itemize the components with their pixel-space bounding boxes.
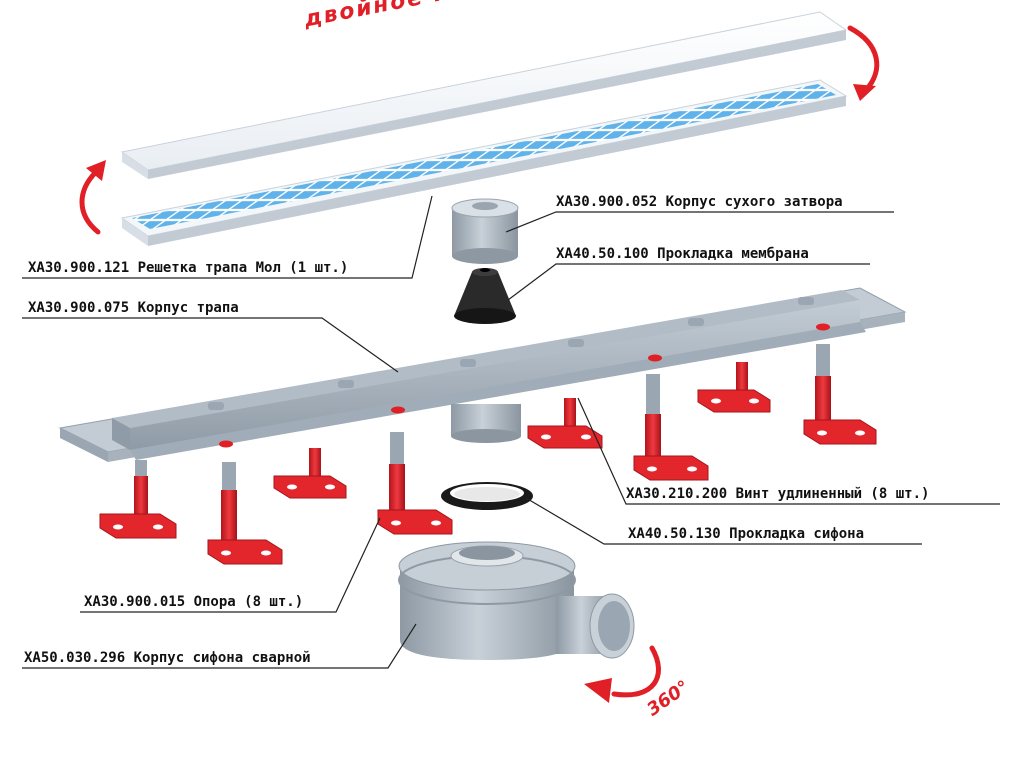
flip-arrow-left xyxy=(79,169,101,235)
leader-cover xyxy=(22,195,433,279)
front-leg-3 xyxy=(377,432,453,535)
leader-dry-trap xyxy=(505,211,894,233)
label-body: ХА30.900.075 Корпус трапа xyxy=(28,300,239,316)
mounting-holes xyxy=(219,323,830,448)
back-leg-1 xyxy=(273,448,347,499)
leader-support xyxy=(80,517,381,613)
dry-trap-cup xyxy=(451,198,519,264)
front-leg-5 xyxy=(803,344,877,445)
leader-membrane xyxy=(507,263,870,301)
flip-arrow-left-head xyxy=(86,160,106,181)
leader-body xyxy=(22,317,399,373)
siphon-body-assembly xyxy=(398,541,635,660)
label-siphon-gasket: ХА40.50.130 Прокладка сифона xyxy=(628,526,865,542)
siphon-gasket-ring xyxy=(441,482,533,510)
label-support: ХА30.900.015 Опора (8 шт.) xyxy=(84,594,304,610)
front-leg-1 xyxy=(99,460,177,539)
label-cover: ХА30.900.121 Решетка трапа Мол (1 шт.) xyxy=(28,260,349,276)
membrane-gasket xyxy=(454,268,516,324)
drain-channel-body xyxy=(58,287,907,462)
front-leg-2 xyxy=(207,462,283,565)
label-screw: ХА30.210.200 Винт удлиненный (8 шт.) xyxy=(626,486,930,502)
flip-arrow-right xyxy=(847,25,880,93)
back-leg-2 xyxy=(527,398,603,449)
solid-cover-plate xyxy=(120,11,848,179)
leader-lines xyxy=(22,195,1000,669)
leader-siphon-body xyxy=(22,623,417,669)
rotation-arrow xyxy=(584,645,661,703)
label-membrane: ХА40.50.100 Прокладка мембрана xyxy=(556,246,809,262)
tile-insert-grate xyxy=(120,79,848,246)
label-dry-trap: ХА30.900.052 Корпус сухого затвора xyxy=(556,194,843,210)
front-leg-4 xyxy=(633,374,709,481)
back-leg-3 xyxy=(697,362,771,413)
label-siphon-body: ХА50.030.296 Корпус сифона сварной xyxy=(24,650,311,666)
flip-arrow-right-head xyxy=(853,84,876,101)
leader-siphon-gasket xyxy=(525,497,922,545)
leader-screw xyxy=(577,397,1000,505)
